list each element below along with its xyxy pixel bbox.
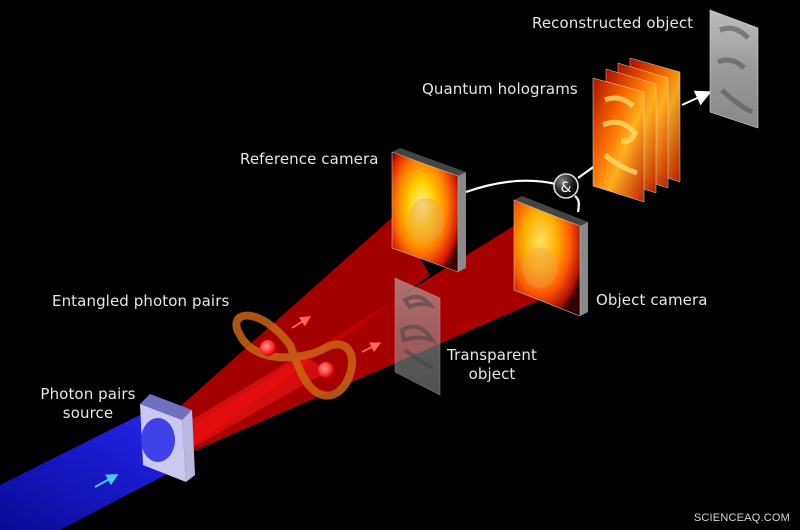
label-photon-pairs-source-line2: source: [62, 404, 114, 422]
label-transparent-object-line2: object: [468, 365, 516, 383]
coincidence-and-gate: [553, 173, 579, 199]
beam-overlap: [175, 355, 330, 452]
photon-arrow-reference: [291, 316, 312, 329]
photon-dot-reference: [260, 340, 276, 356]
watermark: SCIENCEAQ.COM: [693, 512, 790, 524]
photon-dot-object: [318, 362, 334, 378]
photon-arrow-object: [361, 342, 382, 353]
label-reconstructed-object: Reconstructed object: [532, 14, 694, 32]
label-quantum-holograms: Quantum holograms: [422, 80, 578, 98]
pump-direction-arrow: [94, 474, 119, 488]
label-transparent-object-line1: Transparent: [447, 346, 537, 364]
reference-beam: [165, 215, 430, 455]
transparent-object-pattern: [399, 294, 437, 370]
label-photon-pairs-source: Photon pairs source: [36, 385, 140, 423]
reference-signal-wire: [465, 179, 557, 194]
and-symbol: &: [561, 180, 572, 196]
label-reference-camera: Reference camera: [240, 150, 379, 168]
reconstructed-object-plate: [709, 9, 759, 129]
reference-camera-body: [391, 148, 466, 273]
label-entangled-photon-pairs: Entangled photon pairs: [52, 292, 230, 310]
photon-pairs-source-crystal: [140, 394, 195, 482]
label-object-camera: Object camera: [596, 291, 708, 309]
entanglement-loop: [232, 311, 357, 400]
holograms-to-reconstruction-arrow: [681, 90, 712, 106]
object-signal-wire: [574, 195, 580, 213]
object-camera-body: [513, 196, 588, 317]
label-transparent-object: Transparent object: [440, 346, 544, 384]
label-photon-pairs-source-line1: Photon pairs: [40, 385, 136, 403]
quantum-holograms-stack: [592, 57, 681, 203]
